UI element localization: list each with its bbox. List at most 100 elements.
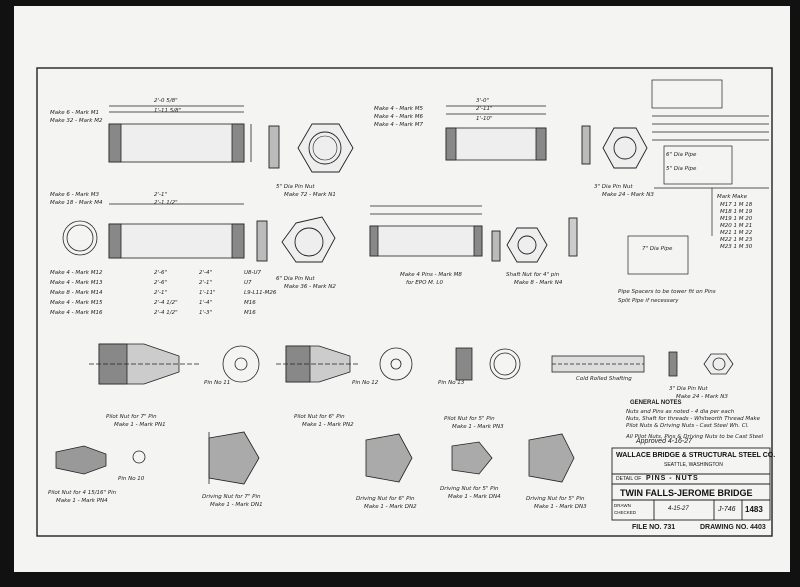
general-notes-title: GENERAL NOTES <box>630 400 682 406</box>
make-row: Make 4 - Mark M15 <box>50 300 103 306</box>
right-table-row: M20 1 M 21 <box>720 223 753 229</box>
pin-label: Pin No 12 <box>352 380 379 386</box>
shaft-nut-sub: Make 8 - Mark N4 <box>514 280 563 286</box>
pilot-nut-4-sub: Make 1 - Mark PN4 <box>56 498 108 504</box>
title-block-frame <box>611 447 771 521</box>
detail-of-label: DETAIL OF <box>616 476 642 482</box>
pilot-nut-5-sub: Make 1 - Mark PN3 <box>452 424 504 430</box>
dim-m6: 2'-11" <box>476 106 493 112</box>
make-row: Make 8 - Mark M14 <box>50 290 103 296</box>
pin-label: Pin No 11 <box>204 380 231 386</box>
pin-label: Pin No 10 <box>118 476 145 482</box>
make-row-a: 2'-1" <box>154 290 168 296</box>
driving-nut-5-sub: Make 1 - Mark DN4 <box>448 494 501 500</box>
drawing-border <box>36 67 773 537</box>
driving-nut-6-sub: Make 1 - Mark DN2 <box>364 504 417 510</box>
pin-nut-3b-title: 3" Dia Pin Nut <box>669 386 708 392</box>
pin-label: Pin No 13 <box>438 380 465 386</box>
make-row-a: 2'-6" <box>154 280 168 286</box>
pin-m3-m4 <box>62 203 245 259</box>
checked-label: CHECKED <box>614 510 637 515</box>
dim-m2: 1'-11 5/8" <box>154 108 182 114</box>
make-row-c: U8-U7 <box>244 270 262 276</box>
pipe-5-label: 5" Dia Pipe <box>666 166 697 172</box>
dim-m4: 2'-1 1/2" <box>154 200 178 206</box>
make-row-b: 2'-1" <box>199 280 213 286</box>
driving-nut-6-title: Driving Nut for 6" Pin <box>356 496 415 502</box>
pin-nut-5-sub: Make 72 - Mark N1 <box>284 192 336 198</box>
pin-nut-3-title: 3" Dia Pin Nut <box>594 184 633 190</box>
company-name: WALLACE BRIDGE & STRUCTURAL STEEL CO. <box>616 452 776 459</box>
make-row-c: U7 <box>244 280 252 286</box>
note-line: Nuts and Pins as noted - 4 dia per each <box>626 409 735 415</box>
make-row: Make 4 - Mark M13 <box>50 280 103 286</box>
pin-m5-m7 <box>445 105 547 161</box>
hex-nut-n1 <box>268 123 354 173</box>
make-row-b: 1'-11" <box>199 290 216 296</box>
make-row-b: 1'-3" <box>199 310 213 316</box>
hex-nut-n3 <box>581 125 648 169</box>
make-row-m6: Make 4 - Mark M6 <box>374 114 423 120</box>
hex-nut-n2 <box>256 216 336 263</box>
rings-row <box>455 347 734 381</box>
driving-nut-7-sub: Make 1 - Mark DN1 <box>210 502 263 508</box>
make-row-m2: Make 32 - Mark M2 <box>50 118 103 124</box>
pin-nut-6-sub: Make 36 - Mark N2 <box>284 284 336 290</box>
split-pipe-note: Split Pipe if necessary <box>618 298 679 304</box>
pilot-nut-6-title: Pilot Nut for 6" Pin <box>294 414 345 420</box>
pilot-nut-6-sub: Make 1 - Mark PN2 <box>302 422 354 428</box>
right-table-row: M23 1 M 30 <box>720 244 753 250</box>
note-line: All Pilot Nuts, Pins & Driving Nuts to b… <box>626 434 764 440</box>
make-row-b: 2'-4" <box>199 270 213 276</box>
right-table-row: M19 1 M 20 <box>720 216 753 222</box>
dim-m7: 1'-10" <box>476 116 493 122</box>
driving-nut-7-title: Driving Nut for 7" Pin <box>202 494 261 500</box>
drawing-date: 4-15-27 <box>668 506 689 512</box>
cold-rolled-label: Cold Rolled Shafting <box>576 376 632 382</box>
make-row-m3: Make 6 - Mark M3 <box>50 192 99 198</box>
file-number: FILE NO. 731 <box>632 524 676 531</box>
hex-nut-n4 <box>491 217 578 263</box>
make-row-a: 2'-4 1/2" <box>154 300 178 306</box>
make-row-m4: Make 18 - Mark M4 <box>50 200 103 206</box>
bottom-nuts <box>55 431 575 485</box>
make-row: Make 4 - Mark M16 <box>50 310 103 316</box>
make-row-m1: Make 6 - Mark M1 <box>50 110 99 116</box>
shaft-nut-title: Shaft Nut for 4" pin <box>506 272 560 278</box>
right-table-row: M17 1 M 18 <box>720 202 753 208</box>
pipe-spacer-note: Pipe Spacers to be tower fit on Pins <box>618 289 716 295</box>
pins-m8-sub: for EPO M. L0 <box>406 280 443 286</box>
drawn-label: DRAWN <box>614 503 631 508</box>
right-table-row: M18 1 M 19 <box>720 209 753 215</box>
pipe-6-label: 6" Dia Pipe <box>666 152 697 158</box>
right-pipe-table <box>627 79 769 275</box>
pin-nut-6-title: 6" Dia Pin Nut <box>276 276 315 282</box>
make-row-c: M16 <box>244 310 256 316</box>
right-table-header: Mark Make <box>717 194 747 200</box>
make-row: Make 4 - Mark M12 <box>50 270 103 276</box>
make-row-a: 2'-6" <box>154 270 168 276</box>
make-row-a: 2'-4 1/2" <box>154 310 178 316</box>
pin-nut-5-title: 5" Dia Pin Nut <box>276 184 315 190</box>
driving-nut-5-title: Driving Nut for 5" Pin <box>440 486 499 492</box>
pilot-nut-7-sub: Make 1 - Mark PN1 <box>114 422 166 428</box>
pins-m8-title: Make 4 Pins - Mark M8 <box>400 272 462 278</box>
right-table-row: M21 1 M 22 <box>720 230 753 236</box>
note-line: Pilot Nuts & Driving Nuts - Cast Steel W… <box>626 423 749 429</box>
right-table-row: M22 1 M 23 <box>720 237 753 243</box>
make-row-c: L9-L11-M26 <box>244 290 277 296</box>
drawing-sheet: Make 6 - Mark M1 Make 32 - Mark M2 2'-0 … <box>14 6 790 572</box>
pipe-7-label: 7" Dia Pipe <box>642 246 673 252</box>
make-row-m5: Make 4 - Mark M5 <box>374 106 423 112</box>
pin-nut-3-sub: Make 24 - Mark N3 <box>602 192 654 198</box>
company-city: SEATTLE, WASHINGTON <box>664 462 723 468</box>
pilot-nut-5-title: Pilot Nut for 5" Pin <box>444 416 495 422</box>
drawing-subject: PINS - NUTS <box>646 475 699 482</box>
pin-m1-m2 <box>108 105 252 163</box>
project-name: TWIN FALLS-JEROME BRIDGE <box>620 488 753 498</box>
order-number: J-746 <box>718 506 736 513</box>
pilot-nut-7-drawing <box>89 343 260 385</box>
approved-stamp: Approved 4-16-27 <box>636 438 693 445</box>
driving-nut-5b-sub: Make 1 - Mark DN3 <box>534 504 587 510</box>
driving-nut-5b-title: Driving Nut for 5" Pin <box>526 496 585 502</box>
